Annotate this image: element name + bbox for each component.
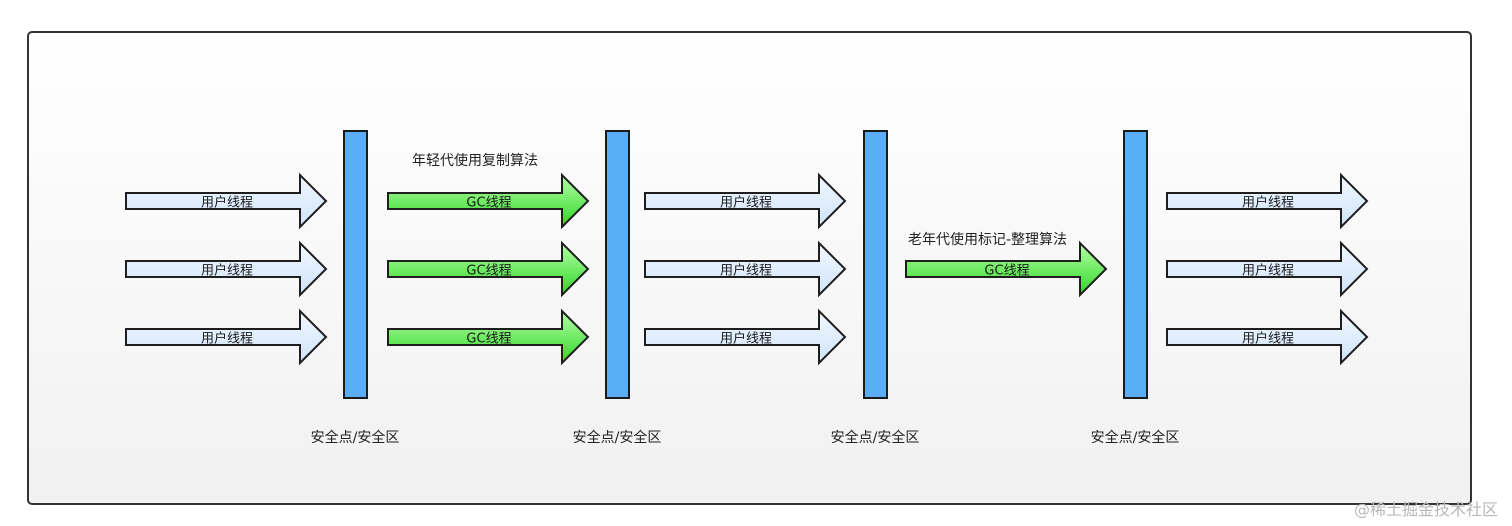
safepoint-label: 安全点/安全区 xyxy=(1090,430,1180,446)
safepoint-bar xyxy=(343,130,368,399)
safepoint-bar xyxy=(1123,130,1148,399)
user-thread-arrow-icon xyxy=(644,308,847,366)
safepoint-bar xyxy=(863,130,888,399)
user-thread-arrow-icon xyxy=(125,172,328,230)
gc-thread-label: GC线程 xyxy=(466,195,512,211)
user-thread-arrow-icon xyxy=(644,240,847,298)
watermark: @稀土掘金技术社区 xyxy=(1353,500,1498,519)
gc-thread-label: GC线程 xyxy=(466,263,512,279)
user-thread-arrow-icon xyxy=(1166,308,1369,366)
user-thread-label: 用户线程 xyxy=(1241,195,1295,211)
young-gen-caption: 年轻代使用复制算法 xyxy=(412,153,538,169)
user-thread-arrow-icon xyxy=(644,172,847,230)
safepoint-bar xyxy=(605,130,630,399)
safepoint-label: 安全点/安全区 xyxy=(310,430,400,446)
user-thread-label: 用户线程 xyxy=(719,263,773,279)
user-thread-label: 用户线程 xyxy=(200,195,254,211)
gc-thread-label: GC线程 xyxy=(466,331,512,347)
user-thread-arrow-icon xyxy=(125,240,328,298)
gc-thread-arrow-icon xyxy=(905,240,1108,298)
user-thread-label: 用户线程 xyxy=(1241,263,1295,279)
safepoint-label: 安全点/安全区 xyxy=(572,430,662,446)
gc-thread-arrow-icon xyxy=(387,240,590,298)
old-gen-caption: 老年代使用标记-整理算法 xyxy=(908,232,1068,248)
gc-thread-arrow-icon xyxy=(387,308,590,366)
user-thread-label: 用户线程 xyxy=(719,195,773,211)
user-thread-arrow-icon xyxy=(125,308,328,366)
user-thread-label: 用户线程 xyxy=(200,263,254,279)
gc-thread-arrow-icon xyxy=(387,172,590,230)
gc-thread-label: GC线程 xyxy=(984,263,1030,279)
user-thread-arrow-icon xyxy=(1166,172,1369,230)
safepoint-label: 安全点/安全区 xyxy=(830,430,920,446)
user-thread-label: 用户线程 xyxy=(200,331,254,347)
user-thread-label: 用户线程 xyxy=(719,331,773,347)
user-thread-arrow-icon xyxy=(1166,240,1369,298)
user-thread-label: 用户线程 xyxy=(1241,331,1295,347)
